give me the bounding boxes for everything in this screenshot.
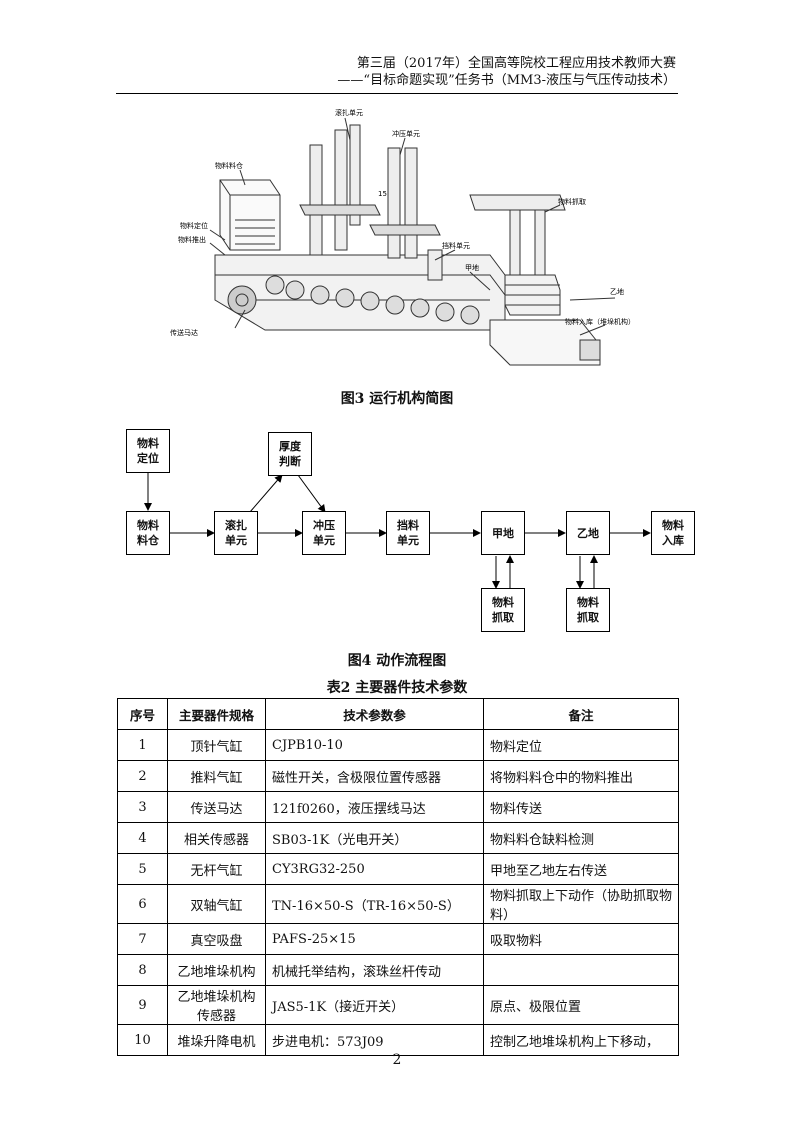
header-component: 主要器件规格	[167, 698, 266, 730]
cell-index: 2	[117, 760, 168, 792]
cell-component: 无杆气缸	[167, 853, 266, 885]
cell-remarks: 原点、极限位置	[483, 985, 679, 1025]
label-stop-unit: 挡料单元	[442, 241, 470, 250]
label-grab: 物料抓取	[558, 197, 586, 206]
cell-index: 7	[117, 923, 168, 955]
cell-component: 推料气缸	[167, 760, 266, 792]
figure4-caption: 图4 动作流程图	[347, 653, 447, 669]
label-storage: 物料入库（堆垛机构）	[565, 317, 635, 326]
cell-index: 10	[117, 1024, 168, 1056]
cell-params: PAFS-25×15	[265, 923, 484, 955]
table-header-row: 序号 主要器件规格 技术参数参 备注	[117, 698, 679, 730]
flow-chart: 物料定位 厚度判断 物料料仓 滚扎单元 冲压单元 挡料单元 甲地 乙地 物料入库…	[110, 425, 700, 645]
flow-box-area-b: 乙地	[566, 511, 610, 555]
header-rule	[116, 93, 678, 94]
cell-component: 乙地堆垛机构	[167, 954, 266, 986]
mechanism-diagram: 滚扎单元 冲压单元 物料料仓 15 物料定位 物料推出 挡料单元 甲地 物料抓取…	[170, 108, 635, 366]
page-number: 2	[392, 1052, 402, 1068]
cell-params: TN-16×50-S（TR-16×50-S）	[265, 884, 484, 924]
cell-index: 9	[117, 985, 168, 1025]
cell-remarks: 物料料仓缺料检测	[483, 822, 679, 854]
label-area-a: 甲地	[465, 263, 479, 272]
header-line-1: 第三届（2017年）全国高等院校工程应用技术教师大赛	[356, 56, 676, 71]
header-line-2: ——“目标命题实现”任务书（MM3-液压与气压传动技术）	[337, 73, 676, 88]
header-remarks: 备注	[483, 698, 679, 730]
table-caption: 表2 主要器件技术参数	[326, 680, 468, 696]
cell-remarks: 物料传送	[483, 791, 679, 823]
label-number: 15	[378, 190, 387, 198]
label-push-out: 物料推出	[178, 235, 206, 244]
cell-remarks	[483, 954, 679, 986]
cell-params: 121f0260，液压摆线马达	[265, 791, 484, 823]
cell-component: 顶针气缸	[167, 729, 266, 761]
flow-box-grab-b: 物料抓取	[566, 588, 610, 632]
flow-box-storage: 物料入库	[651, 511, 695, 555]
cell-params: SB03-1K（光电开关）	[265, 822, 484, 854]
label-rolling-unit: 滚扎单元	[335, 108, 363, 117]
cell-index: 6	[117, 884, 168, 924]
header-index: 序号	[117, 698, 168, 730]
page-header: 第三届（2017年）全国高等院校工程应用技术教师大赛 ——“目标命题实现”任务书…	[337, 55, 676, 89]
label-motor: 传送马达	[170, 328, 198, 337]
cell-index: 5	[117, 853, 168, 885]
cell-remarks: 物料抓取上下动作（协助抓取物料）	[483, 884, 679, 924]
cell-component: 传送马达	[167, 791, 266, 823]
cell-params: CJPB10-10	[265, 729, 484, 761]
cell-params: JAS5-1K（接近开关）	[265, 985, 484, 1025]
cell-params: CY3RG32-250	[265, 853, 484, 885]
flow-box-stop: 挡料单元	[386, 511, 430, 555]
flow-box-grab-a: 物料抓取	[481, 588, 525, 632]
label-bin: 物料料仓	[215, 161, 243, 170]
cell-params: 步进电机：573J09	[265, 1024, 484, 1056]
cell-remarks: 控制乙地堆垛机构上下移动，	[483, 1024, 679, 1056]
cell-index: 8	[117, 954, 168, 986]
flow-box-rolling: 滚扎单元	[214, 511, 258, 555]
label-positioning: 物料定位	[180, 221, 208, 230]
flow-arrows	[144, 472, 651, 589]
cell-remarks: 物料定位	[483, 729, 679, 761]
label-area-b: 乙地	[610, 287, 624, 296]
cell-component: 真空吸盘	[167, 923, 266, 955]
cell-params: 磁性开关，含极限位置传感器	[265, 760, 484, 792]
cell-component: 双轴气缸	[167, 884, 266, 924]
label-punch-unit: 冲压单元	[392, 129, 420, 138]
flow-box-bin: 物料料仓	[126, 511, 170, 555]
cell-component: 相关传感器	[167, 822, 266, 854]
flow-box-positioning: 物料定位	[126, 429, 170, 473]
cell-index: 3	[117, 791, 168, 823]
cell-index: 4	[117, 822, 168, 854]
cell-component: 堆垛升降电机	[167, 1024, 266, 1056]
figure3-caption: 图3 运行机构简图	[340, 391, 454, 407]
cell-index: 1	[117, 729, 168, 761]
cell-component: 乙地堆垛机构传感器	[167, 985, 266, 1025]
flow-box-punch: 冲压单元	[302, 511, 346, 555]
flow-box-area-a: 甲地	[481, 511, 525, 555]
cell-params: 机械托举结构，滚珠丝杆传动	[265, 954, 484, 986]
cell-remarks: 将物料料仓中的物料推出	[483, 760, 679, 792]
flow-box-thickness: 厚度判断	[268, 432, 312, 476]
cell-remarks: 吸取物料	[483, 923, 679, 955]
cell-remarks: 甲地至乙地左右传送	[483, 853, 679, 885]
header-params: 技术参数参	[265, 698, 484, 730]
